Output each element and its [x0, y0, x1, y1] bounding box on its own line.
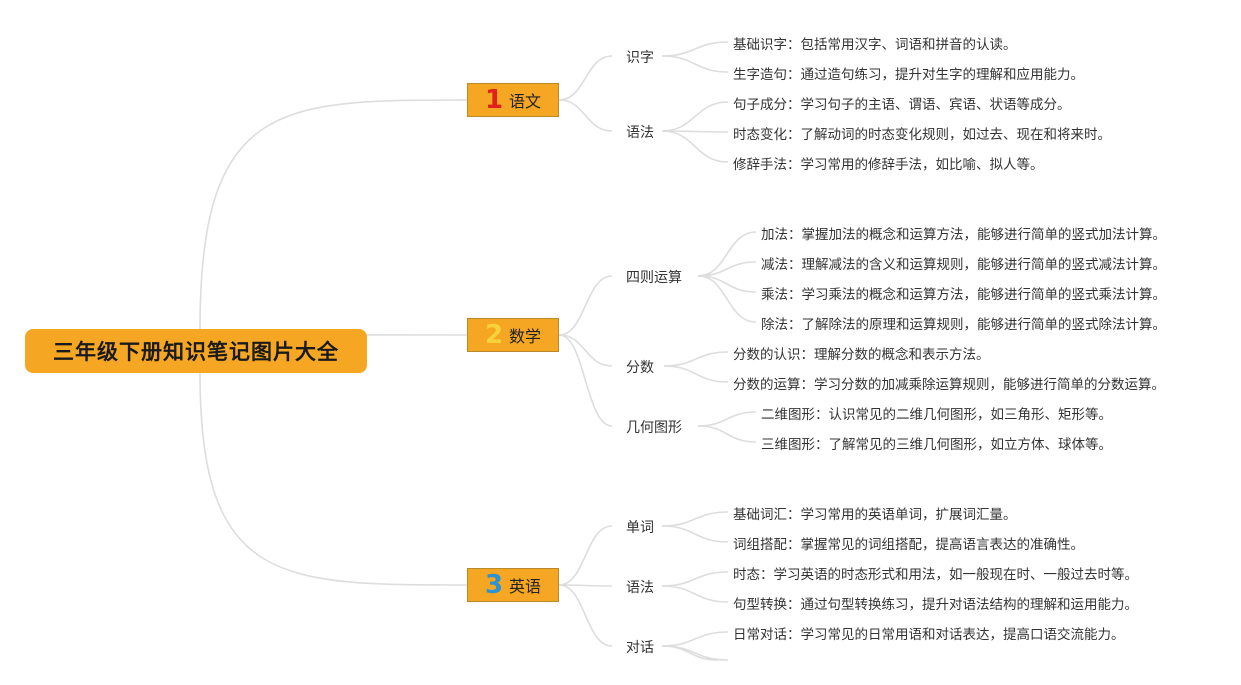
topic-to-item-line: [661, 645, 719, 661]
leaf-item[interactable]: 时态变化：了解动词的时态变化规则，如过去、现在和将来时。: [733, 127, 1111, 143]
root-to-english-line: [199, 372, 468, 586]
topic-math-geometry[interactable]: 几何图形: [626, 420, 682, 436]
topic-to-item-line: [661, 571, 729, 587]
topic-english-words[interactable]: 单词: [626, 520, 654, 536]
topic-math-fractions[interactable]: 分数: [626, 360, 654, 376]
topic-to-item-line: [661, 55, 729, 73]
number-icon-3: 3: [484, 570, 504, 600]
leaf-item[interactable]: 乘法：学习乘法的概念和运算方法，能够进行简单的竖式乘法计算。: [761, 287, 1166, 303]
leaf-item[interactable]: 句子成分：学习句子的主语、谓语、宾语、状语等成分。: [733, 97, 1071, 113]
leaf-item[interactable]: 句型转换：通过句型转换练习，提升对语法结构的理解和运用能力。: [733, 597, 1138, 613]
topic-to-item-line: [697, 425, 757, 443]
leaf-item[interactable]: 基础词汇：学习常用的英语单词，扩展词汇量。: [733, 507, 1017, 523]
topic-chinese-grammar[interactable]: 语法: [626, 125, 654, 141]
number-icon-2: 2: [484, 320, 504, 350]
topic-to-item-line: [661, 41, 729, 57]
topic-to-item-line: [697, 411, 757, 427]
leaf-item[interactable]: 词组搭配：掌握常见的词组搭配，提高语言表达的准确性。: [733, 537, 1084, 553]
number-icon-1: 1: [484, 85, 504, 115]
subject-node-math[interactable]: 2 数学: [467, 318, 559, 352]
topic-to-item-line: [663, 351, 729, 367]
leaf-item[interactable]: 加法：掌握加法的概念和运算方法，能够进行简单的竖式加法计算。: [761, 227, 1166, 243]
topic-to-item-line: [661, 631, 729, 647]
subject-to-topic-line: [558, 275, 613, 336]
leaf-item[interactable]: 分数的认识：理解分数的概念和表示方法。: [733, 347, 990, 363]
leaf-item[interactable]: 修辞手法：学习常用的修辞手法，如比喻、拟人等。: [733, 157, 1044, 173]
topic-to-item-line: [661, 101, 729, 132]
subject-name: 英语: [509, 577, 542, 596]
topic-to-item-line: [663, 365, 729, 383]
topic-to-item-line: [697, 275, 757, 323]
topic-to-item-line: [661, 511, 729, 527]
subject-to-topic-line: [558, 525, 613, 586]
leaf-item[interactable]: 生字造句：通过造句练习，提升对生字的理解和应用能力。: [733, 67, 1084, 83]
subject-to-topic-line: [558, 334, 613, 427]
topic-to-item-line: [661, 585, 729, 603]
leaf-item[interactable]: 除法：了解除法的原理和运算规则，能够进行简单的竖式除法计算。: [761, 317, 1166, 333]
leaf-item[interactable]: 时态：学习英语的时态形式和用法，如一般现在时、一般过去时等。: [733, 567, 1138, 583]
subject-name: 数学: [509, 327, 542, 346]
leaf-item[interactable]: 三维图形：了解常见的三维几何图形，如立方体、球体等。: [761, 437, 1112, 453]
root-to-chinese-line: [199, 99, 468, 330]
subject-node-english[interactable]: 3 英语: [467, 568, 559, 602]
subject-to-topic-line: [558, 584, 613, 587]
root-node[interactable]: 三年级下册知识笔记图片大全: [25, 329, 367, 373]
topic-english-grammar[interactable]: 语法: [626, 580, 654, 596]
subject-to-topic-line: [558, 584, 613, 647]
subject-to-topic-line: [558, 55, 613, 101]
topic-math-operations[interactable]: 四则运算: [626, 270, 682, 286]
topic-to-item-line: [661, 130, 729, 163]
leaf-item[interactable]: 二维图形：认识常见的二维几何图形，如三角形、矩形等。: [761, 407, 1112, 423]
leaf-item[interactable]: 分数的运算：学习分数的加减乘除运算规则，能够进行简单的分数运算。: [733, 377, 1165, 393]
root-title: 三年级下册知识笔记图片大全: [53, 340, 339, 364]
topic-chinese-literacy[interactable]: 识字: [626, 50, 654, 66]
leaf-item[interactable]: 日常对话：学习常见的日常用语和对话表达，提高口语交流能力。: [733, 627, 1125, 643]
subject-to-topic-line: [558, 99, 613, 132]
topic-to-item-line: [661, 525, 729, 543]
subject-node-chinese[interactable]: 1 语文: [467, 83, 559, 117]
leaf-item[interactable]: 基础识字：包括常用汉字、词语和拼音的认读。: [733, 37, 1017, 53]
topic-english-dialogue[interactable]: 对话: [626, 640, 654, 656]
topic-to-item-line: [697, 231, 757, 277]
leaf-item[interactable]: 减法：理解减法的含义和运算规则，能够进行简单的竖式减法计算。: [761, 257, 1166, 273]
subject-to-topic-line: [558, 334, 613, 367]
topic-to-item-line: [661, 645, 729, 661]
subject-name: 语文: [509, 92, 542, 111]
